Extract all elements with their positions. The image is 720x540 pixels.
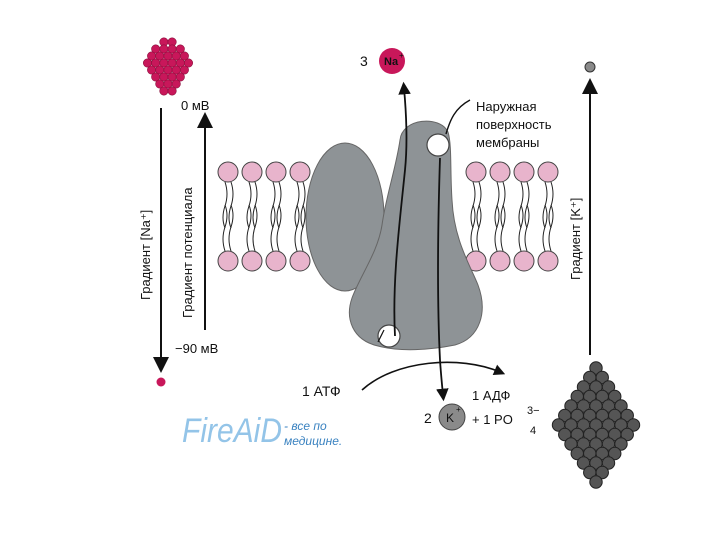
phosphate-label: + 1 PO — [472, 412, 513, 427]
potassium-symbol: K — [446, 411, 454, 425]
sodium-count: 3 — [360, 53, 368, 69]
sodium-transport-arrow — [393, 81, 411, 337]
sodium-ion-dot — [179, 65, 189, 75]
outer-surface-label-line2: поверхность — [476, 117, 552, 132]
lipid-head-outer — [489, 161, 511, 183]
sodium-ion-dot — [171, 79, 181, 89]
lipid-bilayer-left — [217, 161, 311, 272]
potassium-ion-dot — [601, 380, 616, 394]
sodium-ion-dot — [184, 58, 194, 68]
sodium-symbol: Na — [384, 56, 399, 68]
outer-surface-label-line1: Наружная — [476, 99, 537, 114]
potassium-ion-dot — [614, 399, 628, 413]
potassium-ion-dot — [614, 437, 628, 451]
lipid-head-inner — [513, 250, 535, 272]
potassium-charge: + — [456, 405, 461, 414]
lipid-head-outer — [241, 161, 263, 183]
phosphate-subscript: 4 — [530, 425, 536, 437]
sodium-ion-dot — [175, 72, 185, 82]
potassium-binding-site — [426, 133, 450, 157]
potassium-transport-arrow — [436, 157, 449, 402]
minus90-mv-label: −90 мВ — [175, 341, 218, 356]
atp-pointer-line — [377, 329, 385, 343]
lipid-head-inner — [241, 250, 263, 272]
potassium-ion-dot — [620, 427, 634, 442]
potassium-ion-dot — [589, 361, 603, 375]
potassium-ion-dot — [626, 418, 641, 432]
lipid-head-outer — [465, 161, 487, 183]
outer-surface-label-line3: мембраны — [476, 135, 539, 150]
potassium-ion-dot — [589, 475, 603, 489]
sodium-ion-outside — [379, 48, 405, 74]
sodium-charge: + — [399, 51, 404, 60]
gradient-k-label: Градиент [K⁺] — [568, 198, 583, 280]
potassium-ion-dot — [595, 370, 609, 385]
atp-label: 1 АТФ — [302, 383, 341, 399]
outer-surface-pointer — [445, 99, 471, 135]
lipid-head-inner — [265, 250, 287, 272]
lipid-head-inner — [537, 250, 559, 272]
potassium-ion-dot — [608, 389, 622, 404]
adp-label: 1 АДФ — [472, 388, 510, 403]
sodium-ion-dot — [179, 51, 189, 61]
potassium-ion-inside — [438, 403, 466, 431]
potassium-ion-outside — [584, 61, 596, 73]
potassium-cluster-inside — [551, 361, 641, 489]
potassium-ion-dot — [601, 456, 616, 470]
atp-hydrolysis-arrow — [361, 361, 506, 391]
potassium-count: 2 — [424, 410, 432, 426]
lipid-head-outer — [265, 161, 287, 183]
sodium-ion-dot — [167, 86, 177, 96]
lipid-bilayer-right — [465, 161, 559, 272]
sodium-potassium-pump-protein — [348, 120, 483, 351]
watermark-tagline-line2: медицине. — [284, 434, 342, 448]
sodium-ion-dot — [159, 86, 169, 96]
lipid-head-outer — [217, 161, 239, 183]
gradient-potential-label: Градиент потенциала — [180, 187, 195, 318]
lipid-head-inner — [217, 250, 239, 272]
lipid-head-outer — [289, 161, 311, 183]
lipid-head-inner — [289, 250, 311, 272]
potassium-ion-dot — [620, 408, 634, 423]
sodium-ion-dot — [175, 44, 185, 54]
watermark-logo: FireAiD — [182, 412, 282, 450]
potassium-ion-dot — [595, 465, 609, 480]
lipid-head-outer — [513, 161, 535, 183]
sodium-ion-inside — [156, 377, 166, 387]
gradient-na-label: Градиент [Na⁺] — [138, 210, 153, 300]
zero-mv-label: 0 мВ — [181, 98, 209, 113]
watermark-tagline-line1: - все по — [284, 419, 327, 433]
sodium-cluster-outside — [143, 37, 194, 96]
lipid-head-outer — [537, 161, 559, 183]
phosphate-charge: 3− — [527, 405, 540, 417]
lipid-head-inner — [489, 250, 511, 272]
potassium-ion-dot — [608, 446, 622, 461]
